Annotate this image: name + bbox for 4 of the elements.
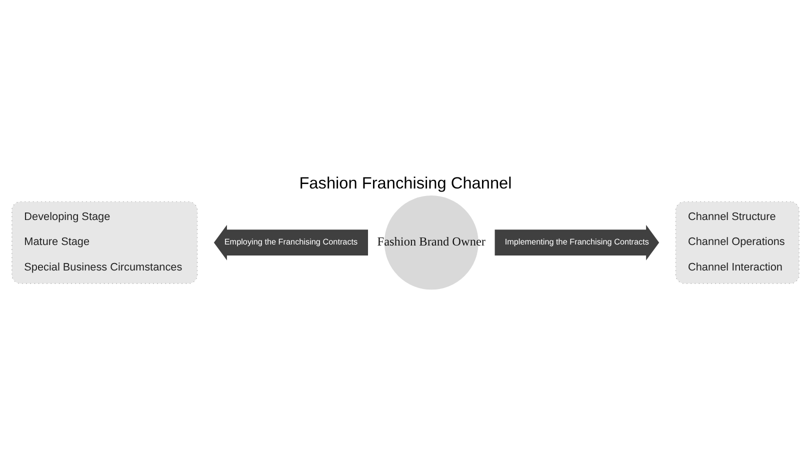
node-label: Fashion Brand Owner bbox=[377, 234, 486, 248]
node-box: Channel Structure Channel Operations Channel Interaction bbox=[675, 200, 800, 284]
diagram-title: Fashion Franchising Channel bbox=[299, 174, 512, 192]
node-box: Developing Stage Mature Stage Special Business Circumstances bbox=[12, 200, 198, 284]
